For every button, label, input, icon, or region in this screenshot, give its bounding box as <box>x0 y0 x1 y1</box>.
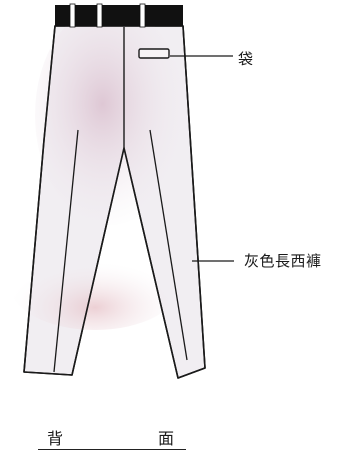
view-label-left: 背 <box>47 429 64 448</box>
back-pocket <box>138 48 170 59</box>
belt-loop <box>96 3 103 28</box>
view-label-right: 面 <box>158 429 175 448</box>
right-leg-crease <box>149 129 188 361</box>
fabric-shading-lower <box>10 240 180 330</box>
fabric-shading-upper <box>35 5 185 225</box>
belt-loop <box>139 3 146 28</box>
waistband <box>55 5 183 26</box>
view-label-underline <box>38 449 186 450</box>
pocket-label: 袋 <box>238 50 254 68</box>
trousers-label: 灰色長西褲 <box>244 252 322 270</box>
belt-loop <box>69 3 76 28</box>
left-leg-crease <box>53 129 79 373</box>
